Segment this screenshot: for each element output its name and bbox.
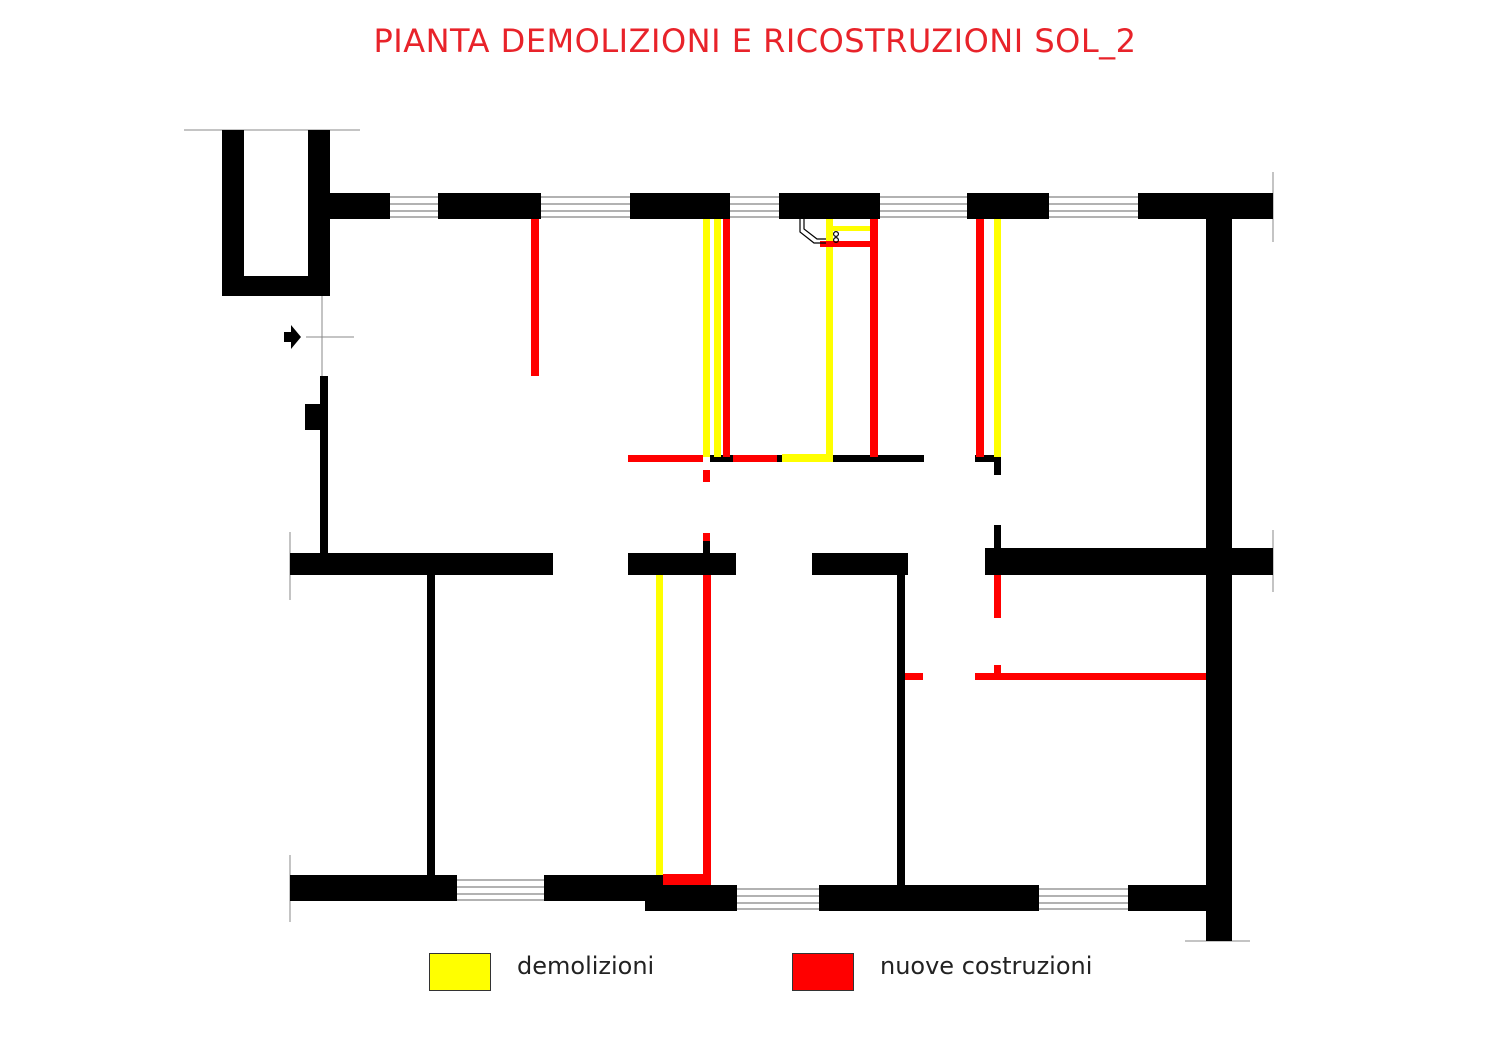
demolition-wall: [833, 226, 871, 231]
wall: [967, 193, 1049, 219]
demolition-wall: [656, 575, 663, 875]
window: [390, 196, 438, 218]
sink-icon: [799, 219, 839, 244]
wall: [222, 130, 244, 296]
window: [737, 888, 819, 910]
window: [880, 196, 967, 218]
wall: [290, 875, 457, 901]
new-wall: [663, 874, 711, 885]
demolition-wall: [714, 219, 721, 457]
new-wall: [870, 219, 878, 457]
legend-label: demolizioni: [517, 952, 655, 980]
wall: [290, 553, 553, 575]
new-wall: [905, 673, 923, 680]
wall: [1138, 193, 1273, 219]
new-wall: [976, 219, 984, 457]
new-construction-walls: [531, 219, 1206, 885]
wall: [812, 553, 908, 575]
legend-swatch-yellow: [429, 953, 491, 991]
new-wall: [994, 575, 1001, 618]
window: [541, 196, 630, 218]
demolition-wall: [782, 454, 833, 462]
new-wall: [723, 219, 730, 457]
demolition-wall: [994, 219, 1001, 457]
window: [457, 879, 544, 901]
existing-walls: [222, 130, 1273, 941]
demolition-wall: [703, 219, 710, 457]
wall: [779, 193, 880, 219]
demolition-walls: [656, 219, 1001, 875]
new-wall: [703, 533, 710, 541]
legend-item-nuove-costruzioni: nuove costruzioni: [792, 952, 1092, 992]
wall: [994, 455, 1001, 475]
wall: [819, 885, 1039, 911]
new-wall: [975, 673, 1206, 680]
legend-item-demolizioni: demolizioni: [429, 952, 654, 992]
window: [730, 196, 779, 218]
wall: [320, 376, 328, 556]
wall: [427, 575, 435, 875]
wall: [308, 193, 390, 219]
wall: [833, 455, 924, 462]
wall: [305, 404, 322, 430]
wall: [645, 885, 737, 911]
wall: [544, 875, 664, 901]
page-title: PIANTA DEMOLIZIONI E RICOSTRUZIONI SOL_2: [373, 22, 1137, 60]
wall: [630, 193, 730, 219]
wall: [628, 553, 736, 575]
new-wall: [994, 665, 1001, 677]
new-wall: [820, 241, 875, 247]
new-wall: [531, 219, 539, 376]
new-wall: [733, 455, 777, 462]
legend-swatch-red: [792, 953, 854, 991]
wall: [975, 455, 1001, 462]
wall: [985, 548, 1273, 575]
windows: [390, 196, 1138, 910]
wall: [897, 575, 905, 885]
demolition-wall: [826, 219, 833, 462]
new-wall: [628, 455, 703, 462]
wall: [222, 276, 330, 296]
wall: [1128, 885, 1232, 911]
window: [1039, 888, 1128, 910]
wall: [994, 525, 1001, 549]
new-wall: [703, 575, 711, 885]
wall: [703, 541, 710, 553]
wall: [438, 193, 541, 219]
window: [1049, 196, 1138, 218]
new-wall: [703, 470, 710, 482]
entrance-arrow-icon: [284, 325, 301, 349]
legend-label: nuove costruzioni: [880, 952, 1093, 980]
